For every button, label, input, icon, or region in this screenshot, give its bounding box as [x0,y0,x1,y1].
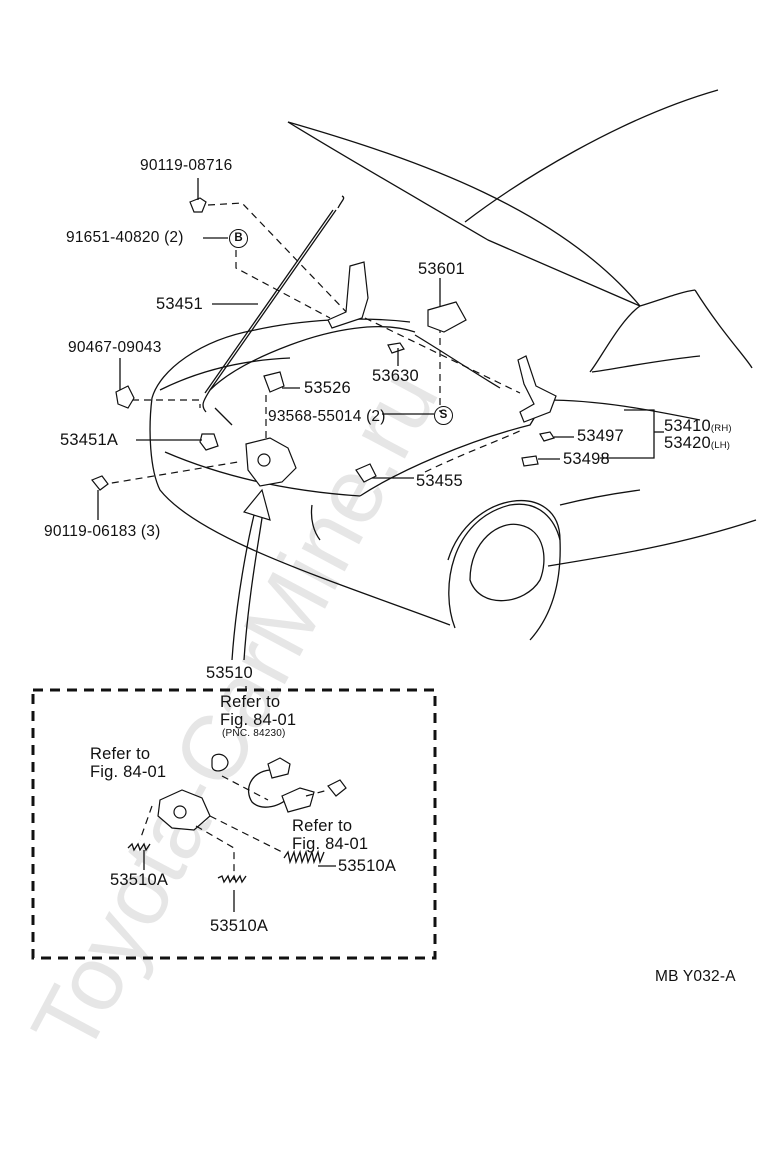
label-53410: 53410(RH) [664,417,732,435]
inset-refer-a-line1: Refer to [220,693,281,711]
label-91651-40820: 91651-40820 (2) [66,229,184,246]
inset-box [31,686,437,960]
inset-spring-b: 53510A [210,917,269,935]
label-53630: 53630 [372,367,419,385]
label-90467-09043: 90467-09043 [68,339,162,356]
inset-refer-b-line2: Fig. 84-01 [90,763,167,781]
label-93568-55014: 93568-55014 (2) [268,408,386,425]
label-53451: 53451 [156,295,203,313]
label-leaders [97,178,664,912]
inset-spring-c: 53510A [338,857,397,875]
label-53420: 53420(LH) [664,434,731,452]
release-cable [209,326,501,426]
hood-prop-rod [202,195,345,413]
label-90119-08716: 90119-08716 [140,157,233,174]
label-53498: 53498 [563,450,610,468]
inset-refer-a-line2: Fig. 84-01 [220,711,297,729]
label-53497: 53497 [577,427,624,445]
car-body-outline [149,89,757,641]
footer-diagram-code: MB Y032-A [655,968,736,985]
small-parts [91,197,557,491]
label-90119-06183: 90119-06183 (3) [44,523,161,540]
label-53526: 53526 [304,379,351,397]
label-53451a: 53451A [60,431,119,449]
inset-refer-b-line1: Refer to [90,745,151,763]
callout-arrow [231,488,271,661]
inset-refer-a-line3: (PNC. 84230) [222,728,286,739]
symbol-s: S [434,406,453,425]
inset-refer-c-line1: Refer to [292,817,353,835]
label-53510: 53510 [206,664,253,682]
inset-parts [127,753,347,884]
symbol-b: B [229,229,248,248]
inset-refer-c-line2: Fig. 84-01 [292,835,369,853]
label-53455: 53455 [416,472,463,490]
label-53601: 53601 [418,260,465,278]
inset-spring-a: 53510A [110,871,169,889]
